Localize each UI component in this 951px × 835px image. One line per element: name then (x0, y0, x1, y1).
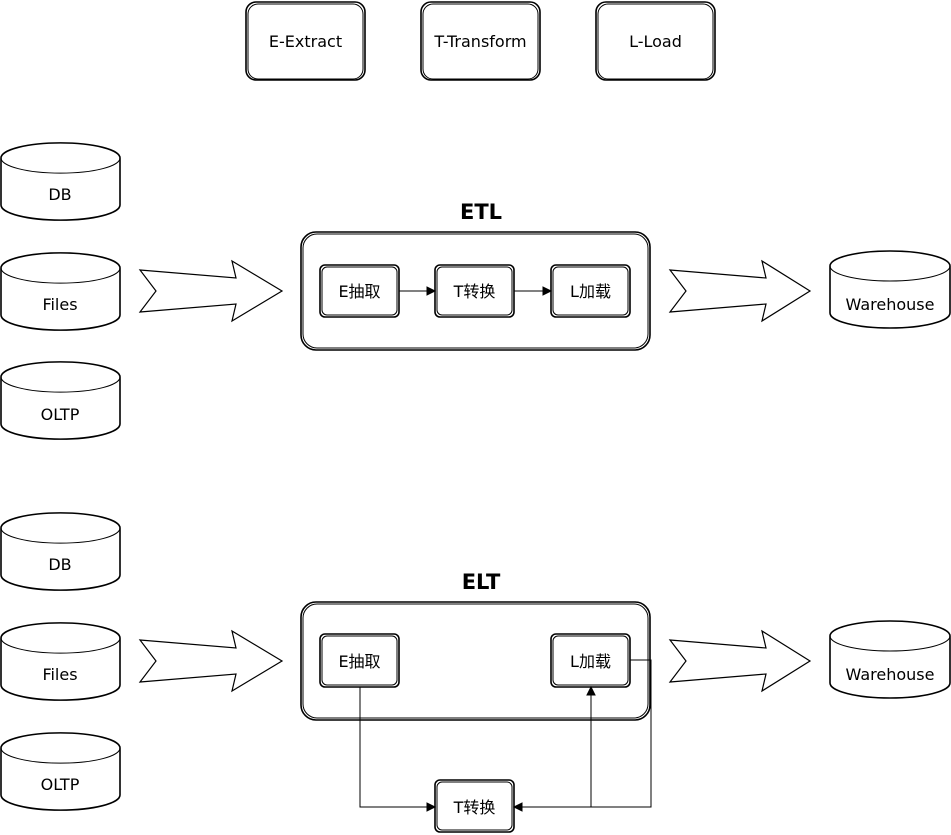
etl-source-oltp-label: OLTP (41, 405, 80, 424)
elt-container (300, 601, 651, 721)
elt-source-files-label: Files (42, 665, 77, 684)
etl-step-extract-label: E抽取 (338, 282, 380, 301)
etl-source-files-label: Files (42, 295, 77, 314)
elt-output-arrow (668, 629, 812, 693)
etl-source-db-label: DB (48, 185, 71, 204)
elt-input-arrow (138, 629, 284, 693)
elt-warehouse-label: Warehouse (846, 665, 935, 684)
legend-extract-box[interactable]: E-Extract (245, 1, 366, 81)
elt-source-db-cylinder[interactable]: DB (0, 512, 121, 591)
elt-step-extract-label: E抽取 (338, 652, 380, 671)
etl-output-arrow (668, 259, 812, 323)
legend-transform-label: T-Transform (433, 32, 526, 51)
etl-step-transform-label: T转换 (453, 282, 496, 301)
etl-step-transform[interactable]: T转换 (434, 264, 515, 318)
legend-load-label: L-Load (629, 32, 682, 51)
etl-warehouse-cylinder[interactable]: Warehouse (829, 250, 951, 329)
etl-input-arrow (138, 259, 284, 323)
etl-source-files-cylinder[interactable]: Files (0, 252, 121, 331)
etl-transform-to-load-arrow (514, 286, 553, 296)
elt-warehouse-cylinder[interactable]: Warehouse (829, 620, 951, 699)
elt-source-oltp-cylinder[interactable]: OLTP (0, 732, 121, 811)
etl-extract-to-transform-arrow (399, 286, 437, 296)
legend-transform-box[interactable]: T-Transform (420, 1, 541, 81)
elt-step-extract[interactable]: E抽取 (319, 633, 400, 688)
elt-step-transform[interactable]: T转换 (434, 779, 515, 833)
elt-extract-to-transform-arrow (359, 687, 437, 812)
etl-step-extract[interactable]: E抽取 (319, 264, 400, 318)
etl-title: ETL (460, 200, 502, 224)
etl-source-db-cylinder[interactable]: DB (0, 142, 121, 221)
elt-load-return-arrow (512, 659, 652, 812)
etl-step-load-label: L加载 (570, 282, 611, 301)
legend-extract-label: E-Extract (269, 32, 342, 51)
elt-source-files-cylinder[interactable]: Files (0, 622, 121, 701)
elt-step-load[interactable]: L加载 (550, 633, 631, 688)
legend-load-box[interactable]: L-Load (595, 1, 716, 81)
elt-source-db-label: DB (48, 555, 71, 574)
elt-step-transform-label: T转换 (453, 798, 496, 817)
elt-title: ELT (462, 570, 501, 594)
etl-source-oltp-cylinder[interactable]: OLTP (0, 361, 121, 440)
etl-step-load[interactable]: L加载 (550, 264, 631, 318)
elt-step-load-label: L加载 (570, 652, 611, 671)
elt-source-oltp-label: OLTP (41, 775, 80, 794)
etl-warehouse-label: Warehouse (846, 295, 935, 314)
